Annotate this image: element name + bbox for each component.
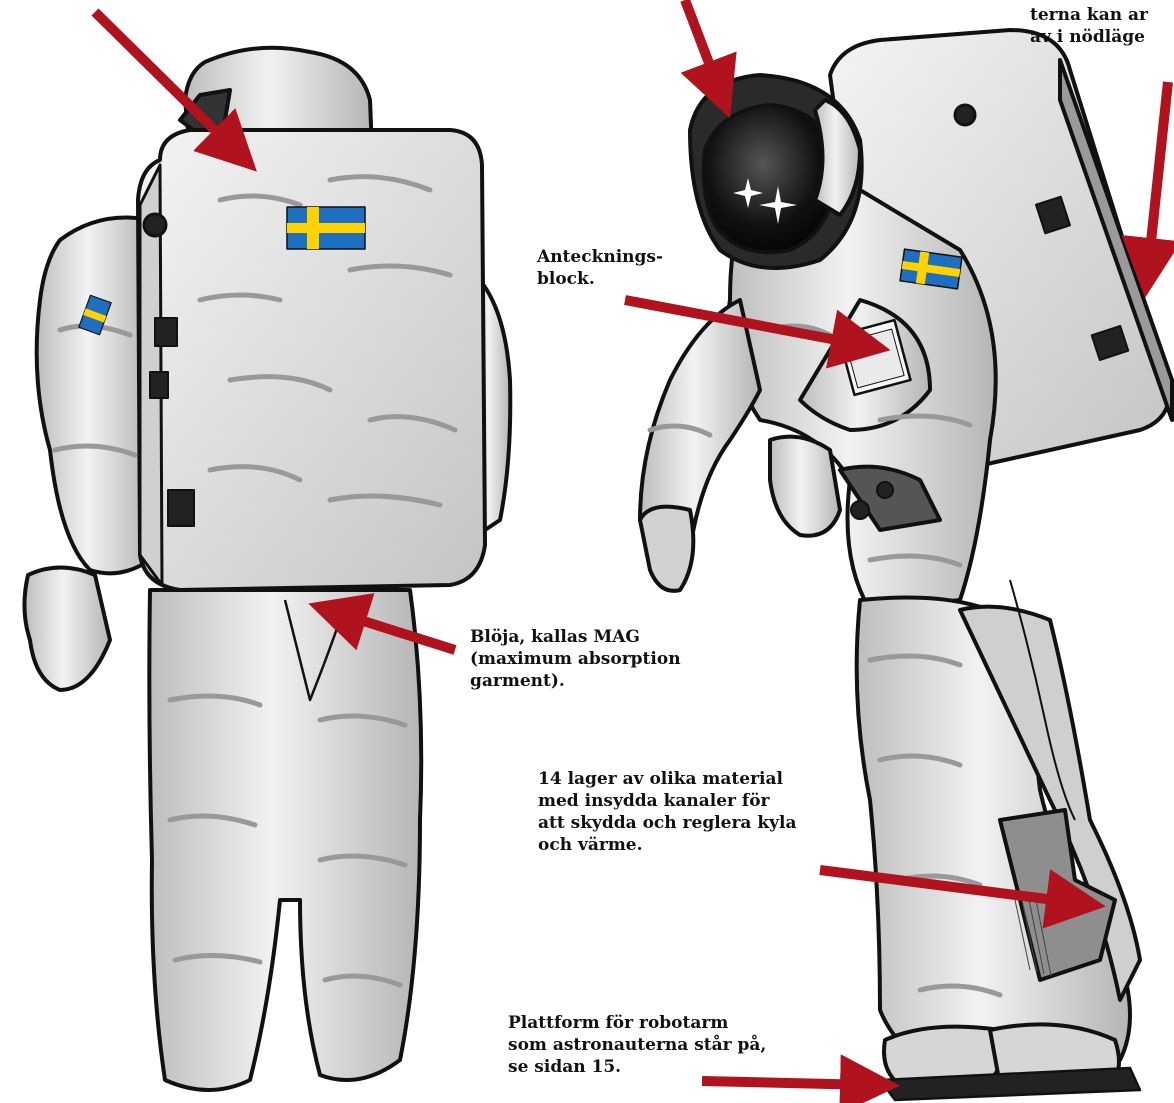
label-platform: Plattform för robotarm som astronauterna… <box>508 1013 767 1077</box>
arrow-backpack <box>91 8 257 172</box>
arrow-layers <box>819 865 1106 929</box>
label-emergency-partial: terna kan ar av i nödläge <box>1030 5 1148 47</box>
swedish-flag-icon <box>286 206 366 250</box>
arrow-diaper <box>308 593 457 655</box>
arrow-platform <box>701 1054 900 1103</box>
label-notepad: Antecknings- block. <box>537 247 664 289</box>
arrow-helmet <box>680 0 737 119</box>
astronaut-back-figure <box>22 45 513 1092</box>
arrow-notepad <box>624 295 891 369</box>
arrow-emergency <box>1121 81 1174 298</box>
swedish-flag-icon <box>899 248 963 290</box>
label-diaper: Blöja, kallas MAG (maximum absorption ga… <box>470 627 681 691</box>
swedish-flag-icon <box>78 294 112 336</box>
astronaut-side-figure <box>638 28 1174 1102</box>
label-layers: 14 lager av olika material med insydda k… <box>538 769 797 855</box>
